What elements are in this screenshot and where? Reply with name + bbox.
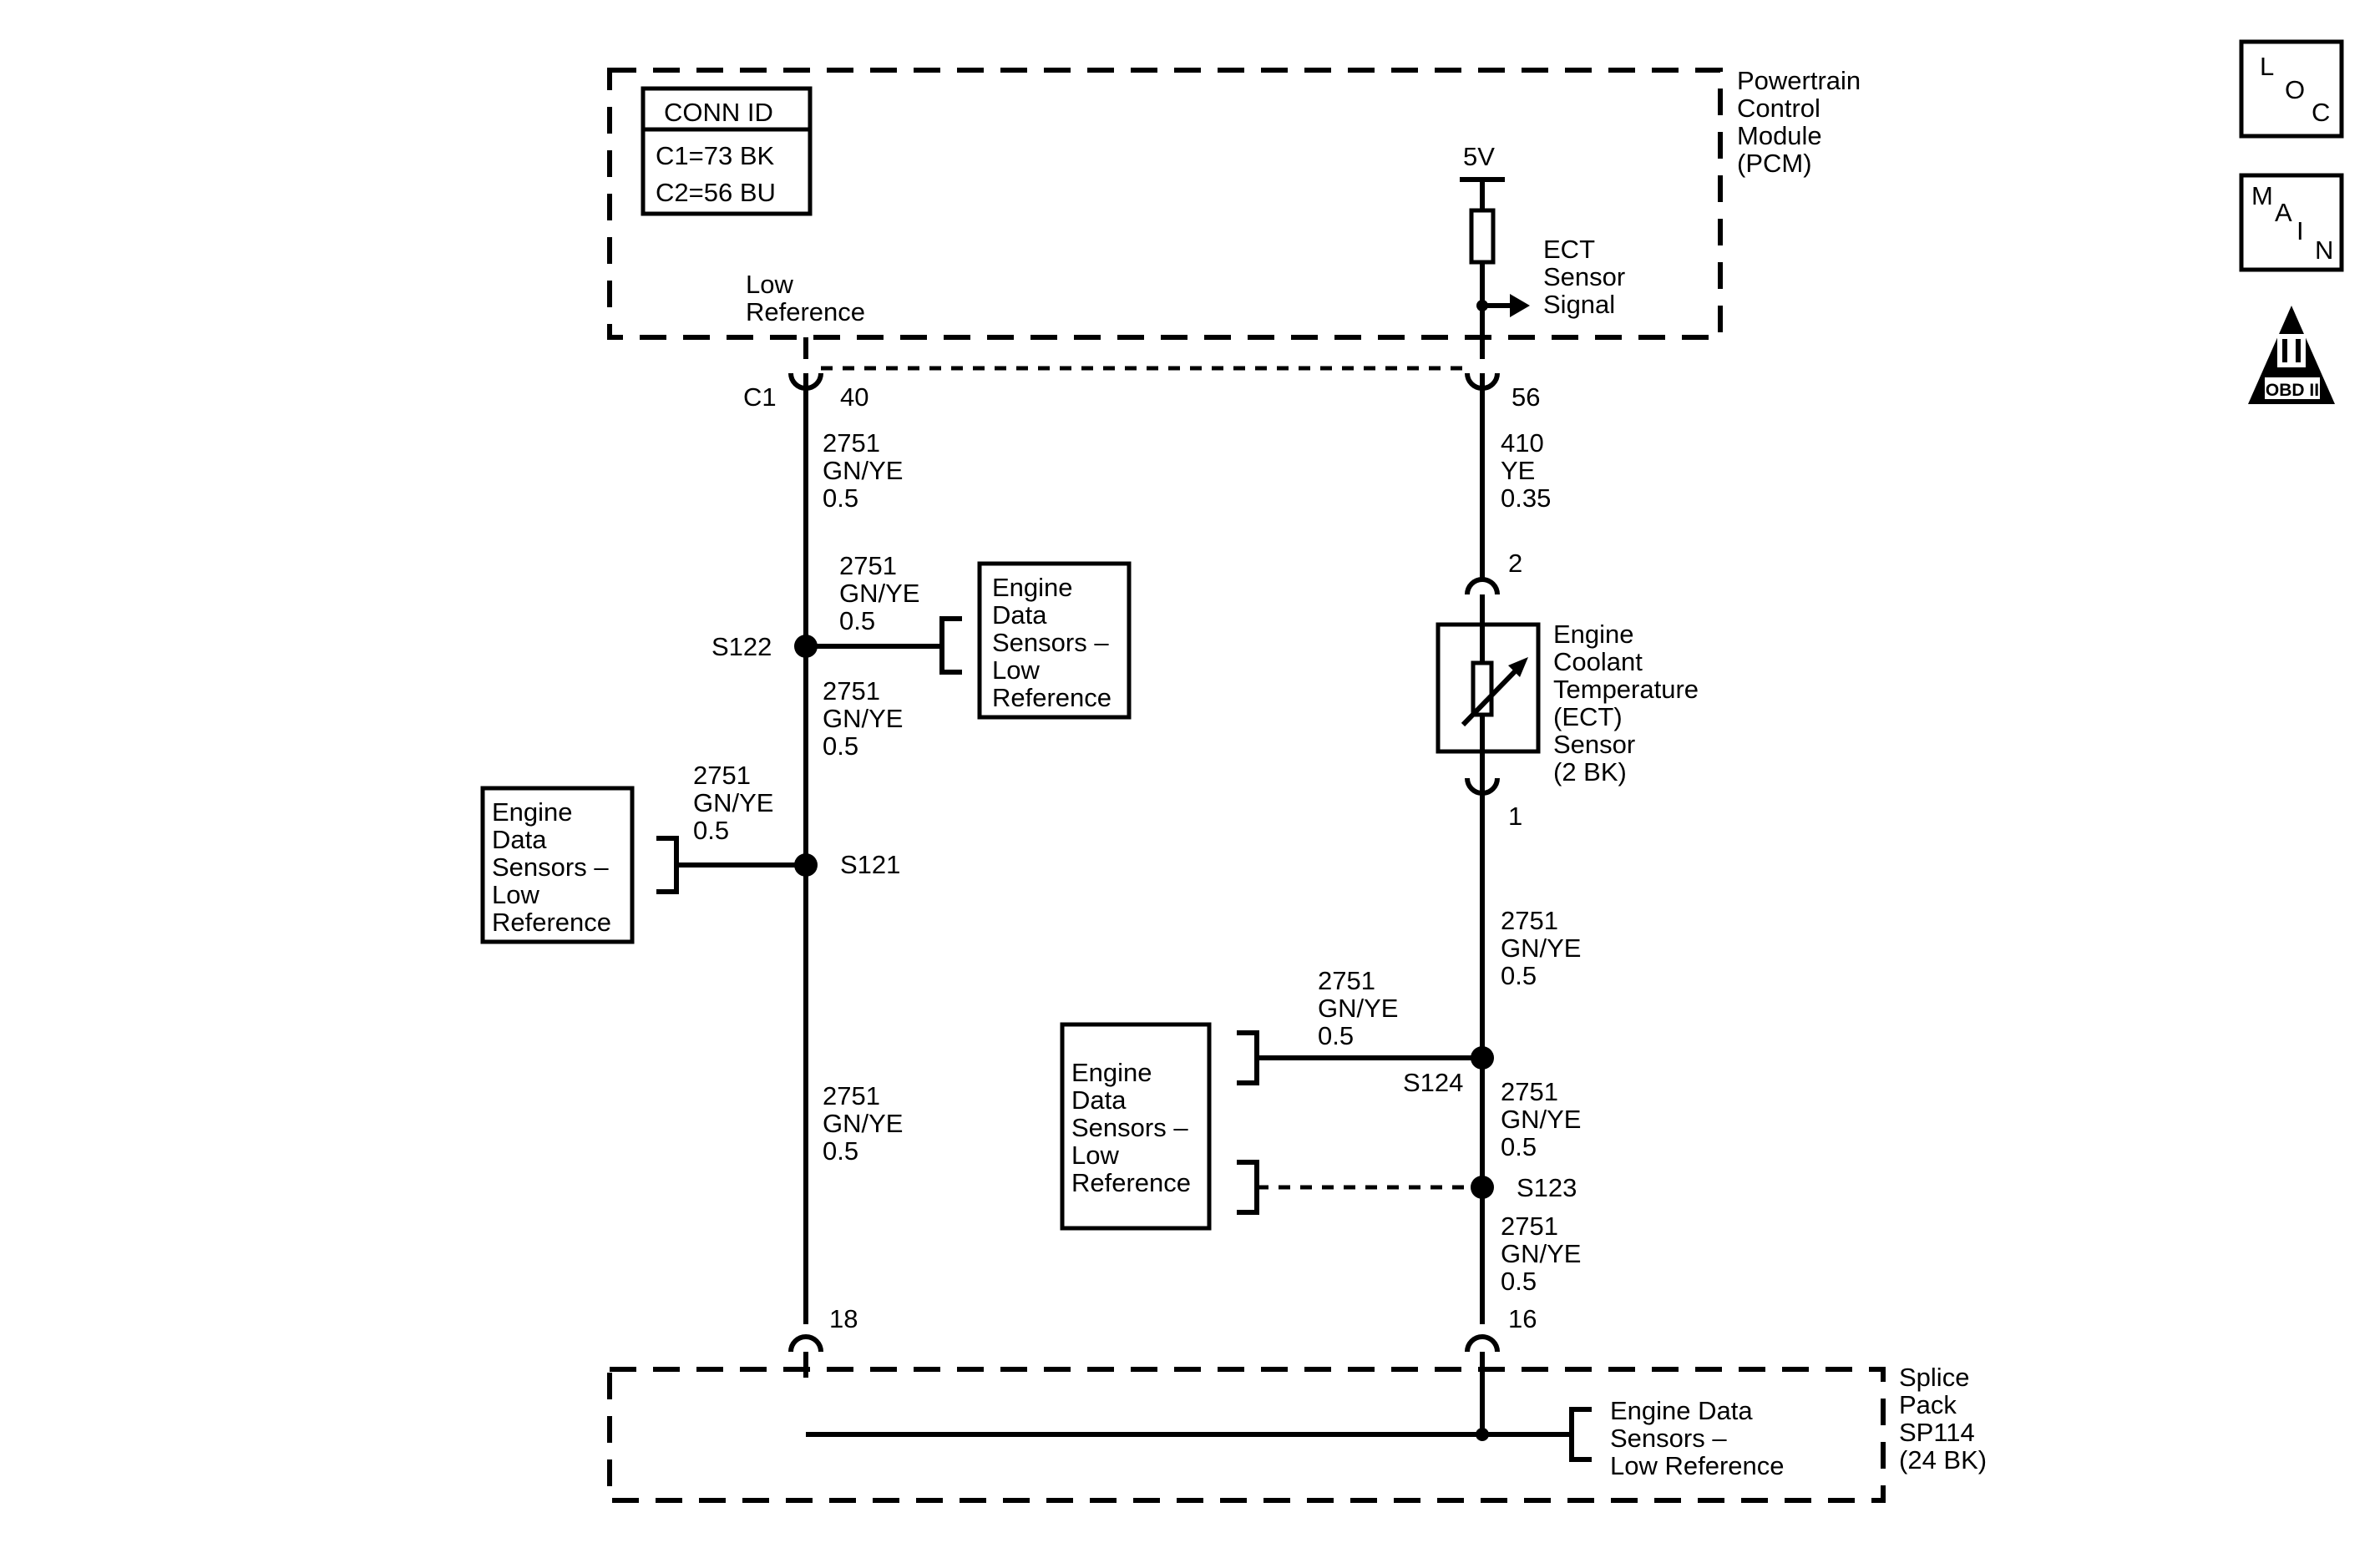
bracket-icon <box>1569 1407 1592 1462</box>
svg-text:N: N <box>2315 235 2333 265</box>
ect-sensor-name: Engine Coolant Temperature (ECT) Sensor … <box>1553 620 1706 787</box>
main-button[interactable]: M A I N <box>2239 173 2344 272</box>
splice-s122-label: S122 <box>711 632 772 661</box>
variable-arrow-icon <box>1508 657 1528 677</box>
svg-text:Engine Data Se: Engine Data Sensors – Low Reference <box>1071 1058 1195 1197</box>
pin-18-label: 18 <box>829 1304 858 1333</box>
splice-pack: Engine Data Sensors – Low Reference Spli… <box>607 1363 1987 1503</box>
bracket-icon <box>1237 1030 1259 1085</box>
bracket-icon <box>656 836 679 894</box>
bracket-icon <box>939 616 962 675</box>
obd-ii-icon[interactable]: OBD II <box>2248 306 2335 404</box>
svg-text:Engine Data Se: Engine Data Sensors – Low Reference <box>992 573 1116 712</box>
svg-text:L: L <box>2260 52 2274 81</box>
conn-id-c2: C2=56 BU <box>656 178 776 207</box>
pull-up-resistor-icon <box>1469 208 1496 265</box>
wire-2751-label-c: 2751 GN/YE 0.5 <box>823 676 910 761</box>
splice-s123-label: S123 <box>1517 1173 1577 1202</box>
loc-button[interactable]: L O C <box>2239 39 2344 139</box>
pull-up-circuit: 5V <box>1460 142 1530 359</box>
ect-sensor <box>1436 622 1541 754</box>
ect-signal-circuit: 56 410 YE 0.35 2 Engine Coolant Temperat… <box>1060 372 1706 1434</box>
pin-1-label: 1 <box>1508 802 1522 831</box>
svg-text:Engine Data Se: Engine Data Sensors – Low Reference <box>492 797 615 937</box>
conn-id-box: CONN ID C1=73 BK C2=56 BU <box>641 86 813 216</box>
wire-2751-label-g: 2751 GN/YE 0.5 <box>1318 966 1405 1050</box>
svg-text:M: M <box>2251 181 2273 210</box>
splice-s124-label: S124 <box>1403 1068 1463 1097</box>
wire-2751-label-h: 2751 GN/YE 0.5 <box>1501 1077 1588 1161</box>
pcm-name: Powertrain Control Module (PCM) <box>1737 66 1868 178</box>
supply-5v-label: 5V <box>1463 142 1495 171</box>
conn-id-c1: C1=73 BK <box>656 141 775 170</box>
bracket-icon <box>1237 1160 1259 1215</box>
pcm-outline <box>607 68 1723 340</box>
wire-410-label: 410 YE 0.35 <box>1501 428 1551 513</box>
pin-56-label: 56 <box>1512 382 1540 412</box>
splice-pack-name: Splice Pack SP114 (24 BK) <box>1899 1363 1987 1475</box>
wire-2751-label-f: 2751 GN/YE 0.5 <box>1501 906 1588 990</box>
sensor-pin-2-icon <box>1465 577 1500 595</box>
pcm-module: Powertrain Control Module (PCM) CONN ID … <box>607 66 1868 359</box>
low-reference-label: Low Reference <box>746 270 865 326</box>
wire-2751-label-a: 2751 GN/YE 0.5 <box>823 428 910 513</box>
ref-label-splice-pack: Engine Data Sensors – Low Reference <box>1610 1396 1785 1480</box>
svg-text:C: C <box>2312 98 2330 127</box>
svg-text:A: A <box>2275 198 2292 227</box>
connector-pin-16-icon <box>1465 1334 1500 1353</box>
svg-text:I: I <box>2296 216 2304 245</box>
wire-2751-label-d: 2751 GN/YE 0.5 <box>693 761 781 845</box>
wire-2751-label-e: 2751 GN/YE 0.5 <box>823 1081 910 1166</box>
low-reference-circuit: C1 40 2751 GN/YE 0.5 S122 2751 GN/YE 0.5… <box>480 337 1467 1378</box>
connector-pin-18-icon <box>788 1334 823 1353</box>
conn-id-title: CONN ID <box>664 98 773 127</box>
obd-ii-label: OBD II <box>2266 381 2319 400</box>
wire-2751-label-i: 2751 GN/YE 0.5 <box>1501 1211 1588 1296</box>
ref-box-s121: Engine Data Sensors – Low Reference <box>480 786 635 944</box>
ect-sensor-signal-label: ECT Sensor Signal <box>1543 235 1633 319</box>
svg-text:O: O <box>2285 75 2305 104</box>
wire-2751-label-b: 2751 GN/YE 0.5 <box>839 551 927 635</box>
splice-s121-label: S121 <box>840 850 900 879</box>
pin-16-label: 16 <box>1508 1304 1537 1333</box>
connector-c1-label: C1 <box>743 382 777 412</box>
pin-40-label: 40 <box>840 382 868 412</box>
ref-box-s122: Engine Data Sensors – Low Reference <box>977 561 1132 720</box>
ref-box-s124-s123: Engine Data Sensors – Low Reference <box>1060 1022 1212 1231</box>
signal-arrow-icon <box>1510 294 1530 317</box>
pin-2-label: 2 <box>1508 549 1522 578</box>
splice-pack-outline <box>607 1367 1886 1503</box>
